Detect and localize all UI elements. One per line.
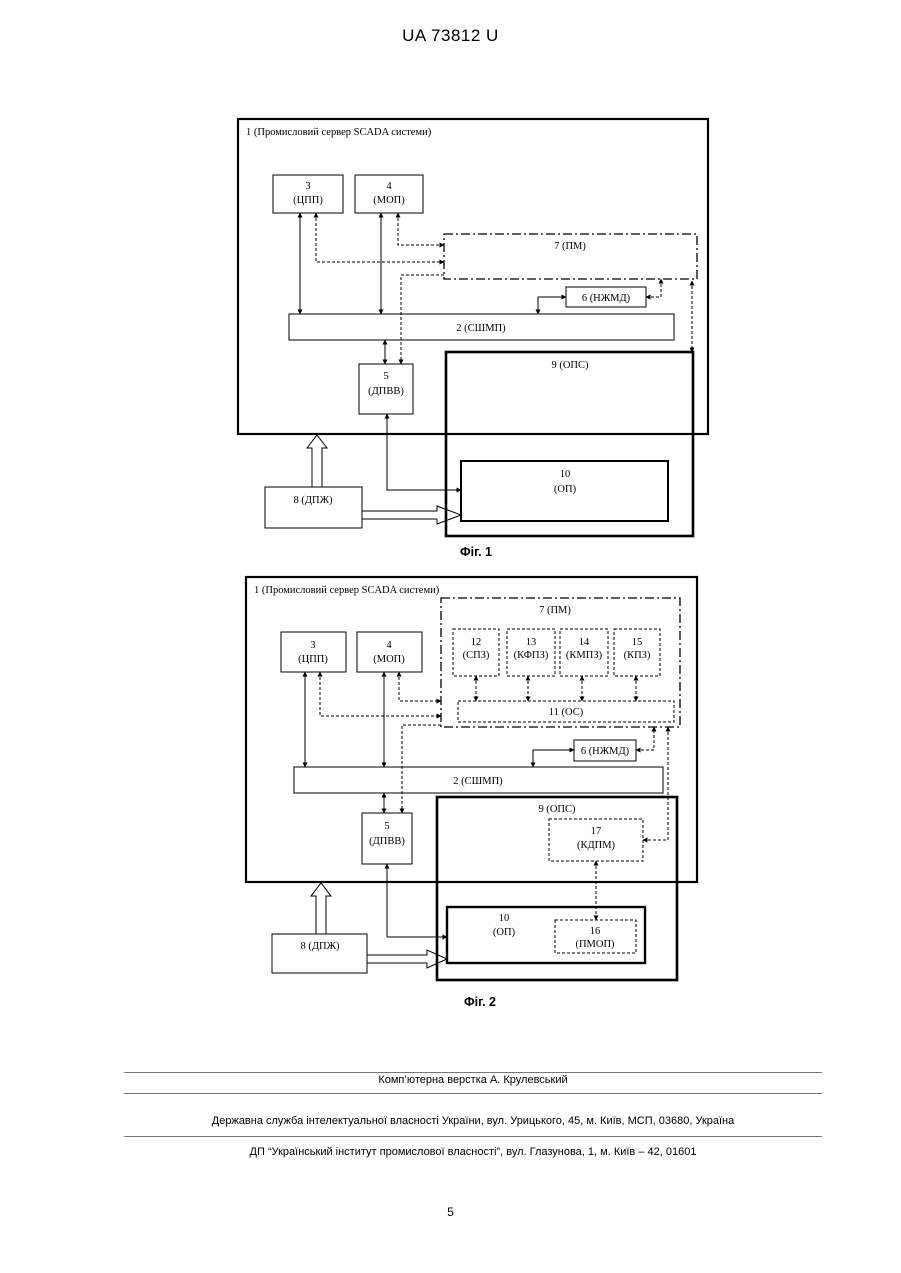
- label-3-num: 3: [305, 181, 310, 192]
- label-5-abbr: (ДПВВ): [368, 386, 404, 397]
- label-7: 7 (ПМ): [554, 241, 586, 252]
- label-6: 6 (НЖМД): [582, 293, 631, 304]
- label-3-abbr: (ЦПП): [293, 195, 323, 206]
- label-6: 6 (НЖМД): [581, 746, 630, 757]
- label-5-num: 5: [383, 371, 388, 382]
- label-14-num: 14: [579, 637, 590, 648]
- label-11: 11 (ОС): [549, 707, 584, 718]
- label-15-abbr: (КПЗ): [624, 650, 651, 661]
- footer-institute: ДП “Український інститут промислової вла…: [124, 1146, 822, 1158]
- footer-rule-3: [124, 1136, 822, 1137]
- label-9: 9 (ОПС): [551, 360, 589, 371]
- label-16-num: 16: [590, 926, 601, 937]
- label-17-num: 17: [591, 826, 602, 837]
- figure-2-diagram: 1 (Промисловий сервер SCADA системи) 7 (…: [0, 570, 901, 1015]
- label-8: 8 (ДПЖ): [293, 495, 333, 506]
- footer-agency: Державна служба інтелектуальної власност…: [124, 1115, 822, 1127]
- footer-typesetter: Комп’ютерна верстка А. Крулевський: [124, 1074, 822, 1086]
- label-14-abbr: (КМПЗ): [566, 650, 603, 661]
- label-server: 1 (Промисловий сервер SCADA системи): [246, 127, 432, 138]
- block-8-dpzh: [272, 934, 367, 973]
- label-2: 2 (СШМП): [456, 323, 506, 334]
- footer-rule-2: [124, 1093, 822, 1094]
- label-13-num: 13: [526, 637, 537, 648]
- label-12-num: 12: [471, 637, 482, 648]
- label-7: 7 (ПМ): [539, 605, 571, 616]
- label-server: 1 (Промисловий сервер SCADA системи): [254, 585, 440, 596]
- label-10-num: 10: [560, 469, 571, 480]
- label-10-abbr: (ОП): [554, 484, 577, 495]
- label-3-num: 3: [310, 640, 315, 651]
- footer-rule-1: [124, 1072, 822, 1073]
- label-12-abbr: (СПЗ): [463, 650, 490, 661]
- block-9-ops: [446, 352, 693, 536]
- label-4-num: 4: [386, 181, 392, 192]
- label-4-abbr: (МОП): [373, 654, 405, 665]
- label-4-num: 4: [386, 640, 392, 651]
- label-8: 8 (ДПЖ): [300, 941, 340, 952]
- label-5-num: 5: [384, 821, 389, 832]
- server-block: [238, 119, 708, 434]
- label-13-abbr: (КФПЗ): [514, 650, 549, 661]
- figure-2-caption: Фіг. 2: [464, 995, 496, 1009]
- label-16-abbr: (ПМОП): [575, 939, 615, 950]
- page-number: 5: [0, 1205, 901, 1219]
- label-9: 9 (ОПС): [538, 804, 576, 815]
- block-8-dpzh: [265, 487, 362, 528]
- block-3-cpp: [281, 632, 346, 672]
- block-10-op: [447, 907, 645, 963]
- block-4-mop: [357, 632, 422, 672]
- label-10-num: 10: [499, 913, 510, 924]
- label-10-abbr: (ОП): [493, 927, 516, 938]
- figure-1-caption: Фіг. 1: [460, 545, 492, 559]
- label-17-abbr: (КДПМ): [577, 840, 616, 851]
- label-3-abbr: (ЦПП): [298, 654, 328, 665]
- label-2: 2 (СШМП): [453, 776, 503, 787]
- server-block: [246, 577, 697, 882]
- label-4-abbr: (МОП): [373, 195, 405, 206]
- figure-1-diagram: 1 (Промисловий сервер SCADA системи) 3 (…: [0, 0, 901, 575]
- label-5-abbr: (ДПВВ): [369, 836, 405, 847]
- label-15-num: 15: [632, 637, 643, 648]
